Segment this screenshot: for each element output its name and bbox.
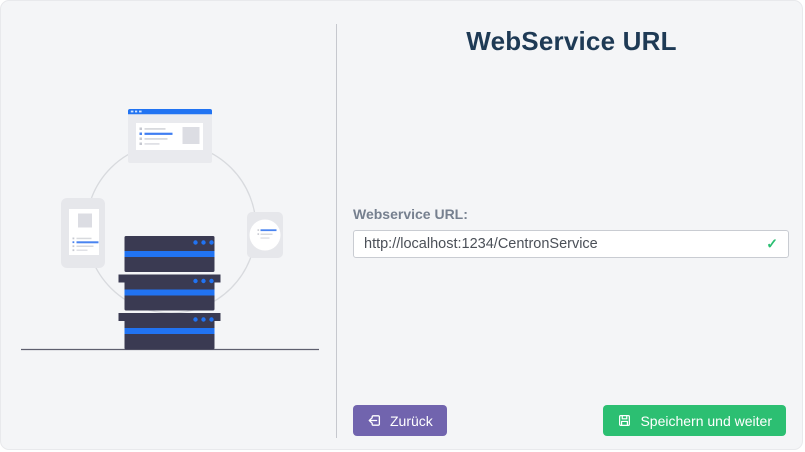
webservice-url-form-group: Webservice URL: ✓ — [353, 206, 789, 258]
return-icon — [367, 413, 382, 428]
server-rack-icon — [118, 236, 221, 350]
save-button-label: Speichern und weiter — [640, 412, 772, 429]
devices-illustration — [21, 109, 319, 351]
webservice-url-label: Webservice URL: — [353, 206, 468, 222]
back-button[interactable]: Zurück — [353, 405, 447, 436]
page-title: WebService URL — [466, 26, 677, 56]
panel-divider — [336, 24, 337, 438]
webservice-url-input[interactable] — [353, 230, 789, 258]
form-panel: WebService URL Webservice URL: ✓ Zurück — [337, 1, 805, 452]
check-icon: ✓ — [766, 235, 778, 252]
smartwatch-icon — [247, 212, 283, 258]
smartphone-icon — [61, 198, 105, 268]
save-and-continue-button[interactable]: Speichern und weiter — [603, 405, 786, 436]
save-icon — [617, 413, 632, 428]
illustration-panel — [1, 1, 337, 452]
back-button-label: Zurück — [390, 412, 433, 429]
browser-window-icon — [128, 109, 212, 163]
webservice-url-input-wrap: ✓ — [353, 230, 789, 258]
